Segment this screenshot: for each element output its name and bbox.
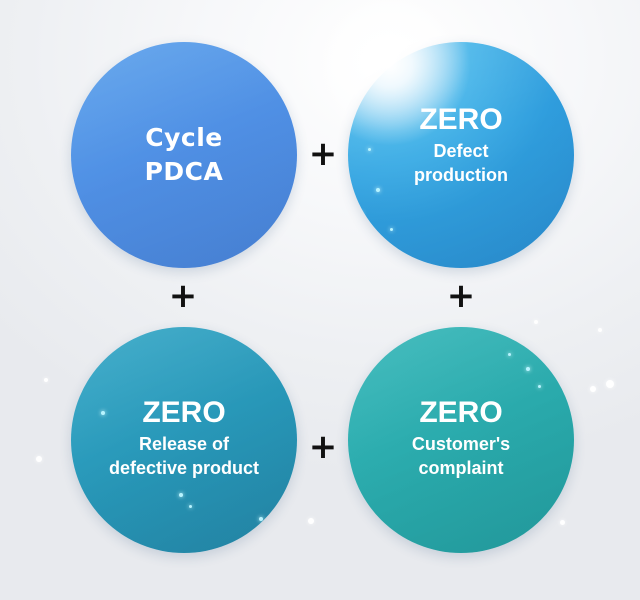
background-dot bbox=[560, 520, 565, 525]
zero-customer-complaint-circle: ZERO Customer's complaint bbox=[348, 327, 574, 553]
background-dot bbox=[606, 380, 614, 388]
background-dot bbox=[308, 518, 314, 524]
circle-line: Cycle bbox=[145, 123, 223, 152]
circle-title: ZERO bbox=[419, 396, 503, 429]
background-dot bbox=[598, 328, 602, 332]
sparkle bbox=[179, 493, 183, 497]
sparkle bbox=[376, 188, 380, 192]
sparkle bbox=[538, 385, 541, 388]
background-dot bbox=[36, 456, 42, 462]
background-dot bbox=[534, 320, 538, 324]
sparkle bbox=[508, 353, 511, 356]
circle-line: Customer's bbox=[411, 434, 511, 454]
sparkle bbox=[101, 411, 105, 415]
circle-line: production bbox=[414, 165, 508, 185]
zero-defect-production-circle: ZERO Defect production bbox=[348, 42, 574, 268]
pdca-cycle-circle: Cycle PDCA bbox=[71, 42, 297, 268]
sparkle bbox=[189, 505, 192, 508]
sparkle bbox=[390, 228, 393, 231]
sparkle bbox=[360, 212, 363, 215]
circle-line: complaint bbox=[418, 458, 504, 478]
plus-icon: + bbox=[168, 276, 198, 316]
zero-release-defective-circle: ZERO Release of defective product bbox=[71, 327, 297, 553]
plus-icon: + bbox=[308, 134, 338, 174]
sparkle bbox=[368, 148, 371, 151]
background-dot bbox=[590, 386, 596, 392]
background-dot bbox=[44, 378, 48, 382]
plus-icon: + bbox=[446, 276, 476, 316]
circle-line: Defect bbox=[433, 141, 489, 161]
sparkle bbox=[259, 517, 263, 521]
circle-title: ZERO bbox=[419, 103, 503, 136]
circle-line: Release of bbox=[138, 434, 230, 454]
circle-title: ZERO bbox=[142, 396, 226, 429]
circle-line: defective product bbox=[108, 458, 260, 478]
sparkle bbox=[526, 367, 530, 371]
circle-line: PDCA bbox=[144, 157, 224, 186]
plus-icon: + bbox=[308, 427, 338, 467]
